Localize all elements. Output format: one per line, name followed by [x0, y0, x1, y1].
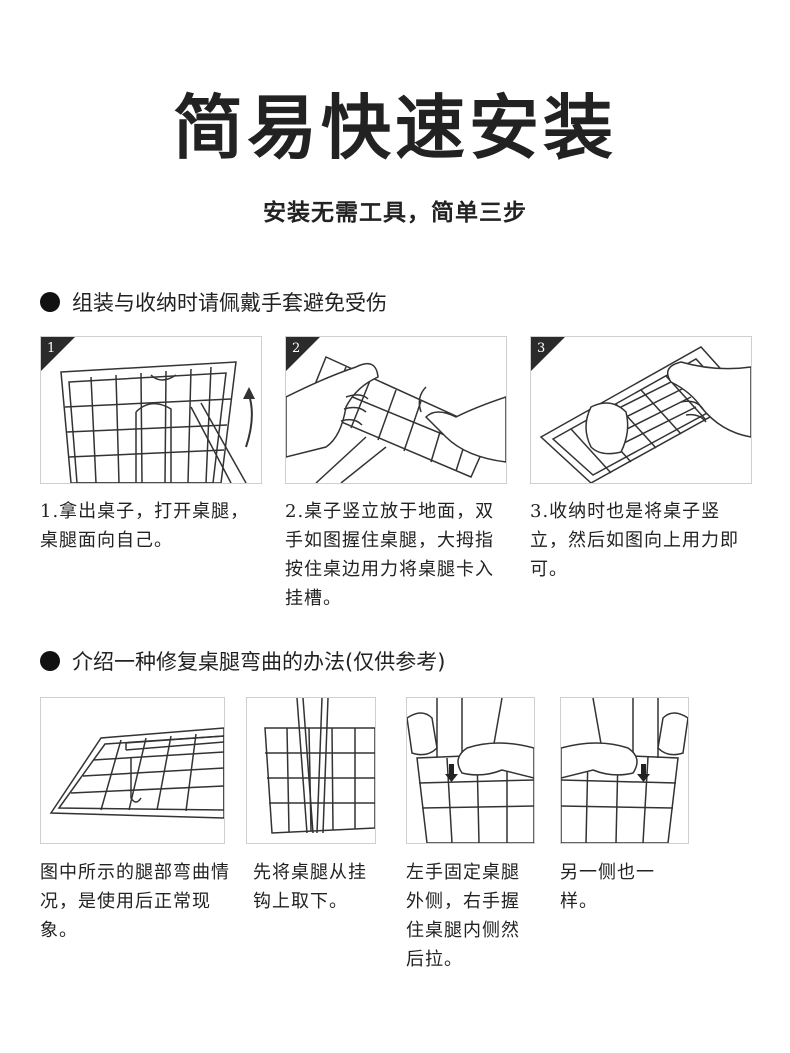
- repair-step-4-caption: 另一侧也一样。: [560, 862, 655, 912]
- repair-step-4-image: [560, 697, 689, 844]
- step-2-image: 2: [285, 336, 507, 484]
- step-3-image: 3: [530, 336, 752, 484]
- step-2-caption: 2.桌子竖立放于地面，双手如图握住桌腿，大拇指按住桌边用力将桌腿卡入挂槽。: [285, 501, 495, 609]
- step-badge: 2: [286, 337, 320, 371]
- page-subtitle: 安装无需工具，简单三步: [263, 200, 527, 226]
- section-2-heading-text: 介绍一种修复桌腿弯曲的办法(仅供参考): [72, 650, 446, 674]
- section-1-heading: 组装与收纳时请佩戴手套避免受伤: [40, 287, 387, 317]
- page-title: 简易快速安装: [173, 87, 617, 169]
- bullet-dot-icon: [40, 651, 60, 671]
- bullet-dot-icon: [40, 292, 60, 312]
- section-2-heading: 介绍一种修复桌腿弯曲的办法(仅供参考): [40, 646, 445, 676]
- pull-leg-illustration: [407, 698, 534, 843]
- repair-step-2-image: [246, 697, 376, 844]
- step-badge: 1: [41, 337, 75, 371]
- remove-leg-illustration: [264, 698, 375, 834]
- section-1-heading-text: 组装与收纳时请佩戴手套避免受伤: [72, 291, 387, 315]
- fold-storage-illustration: [539, 346, 751, 483]
- other-side-illustration: [561, 698, 688, 843]
- repair-step-1-image: [40, 697, 225, 844]
- step-1-caption: 1.拿出桌子，打开桌腿，桌腿面向自己。: [40, 501, 250, 551]
- repair-step-3-image: [406, 697, 535, 844]
- step-badge: 3: [531, 337, 565, 371]
- bent-leg-illustration: [49, 727, 224, 819]
- step-3-caption: 3.收纳时也是将桌子竖立，然后如图向上用力即可。: [530, 501, 739, 580]
- table-unfold-illustration: [60, 361, 255, 483]
- repair-step-1-caption: 图中所示的腿部弯曲情况，是使用后正常现象。: [40, 862, 230, 941]
- repair-step-2-caption: 先将桌腿从挂钩上取下。: [253, 862, 367, 912]
- step-1-image: 1: [40, 336, 262, 484]
- repair-step-3-caption: 左手固定桌腿外侧，右手握住桌腿内侧然后拉。: [406, 862, 520, 970]
- hands-insert-leg-illustration: [286, 355, 506, 483]
